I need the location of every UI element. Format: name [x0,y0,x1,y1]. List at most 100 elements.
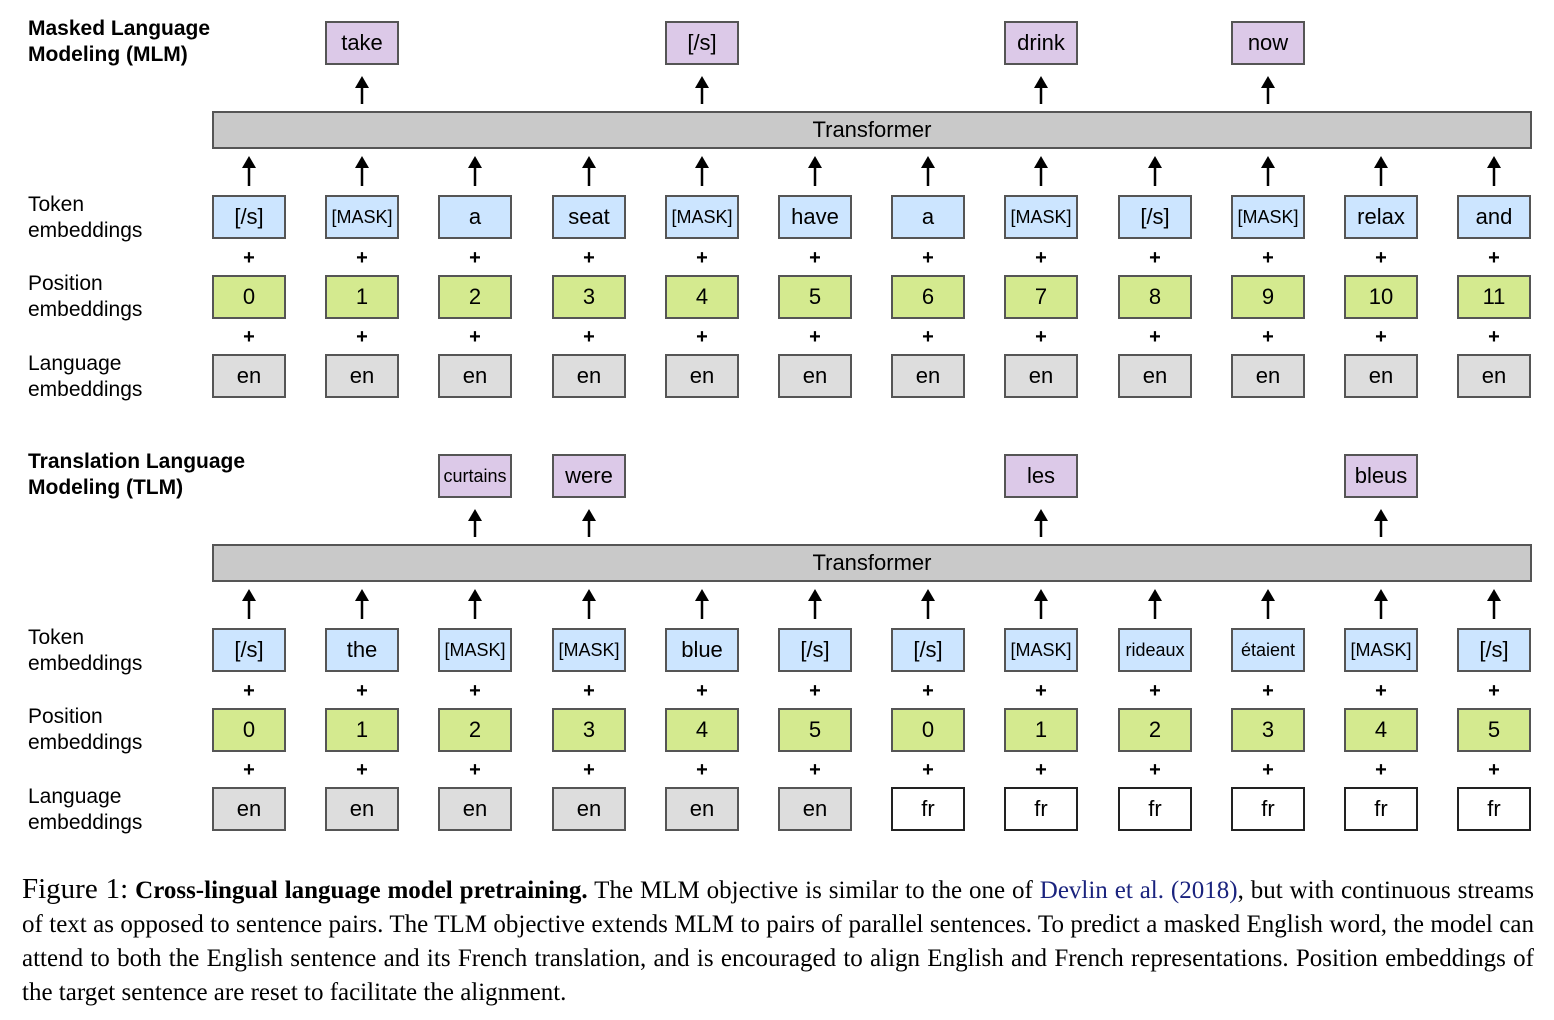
mlm-prediction-take: take [325,21,399,65]
tlm-position-box: 2 [1118,708,1192,752]
mlm-plus-sign: + [1488,326,1500,348]
mlm-language-label: Language embeddings [28,352,143,401]
tlm-plus-sign: + [696,759,708,781]
mlm-token-box: [MASK] [325,195,399,239]
mlm-plus-sign: + [809,247,821,269]
tlm-title: Translation Language Modeling (TLM) [28,450,246,499]
mlm-position-box: 2 [438,275,512,319]
mlm-transformer: Transformer [212,111,1532,149]
tlm-plus-sign: + [1149,680,1161,702]
tlm-plus-sign: + [469,680,481,702]
tlm-prediction-curtains: curtains [438,454,512,498]
mlm-language-box: en [552,354,626,398]
tlm-plus-sign: + [696,680,708,702]
mlm-plus-sign: + [1149,326,1161,348]
tlm-plus-sign: + [809,759,821,781]
mlm-plus-sign: + [1375,247,1387,269]
mlm-token-box: [MASK] [665,195,739,239]
caption-bold-title: Cross-lingual language model pretraining… [135,877,588,904]
mlm-plus-sign: + [922,326,934,348]
mlm-token-label: Token embeddings [28,193,143,242]
tlm-panel: Translation Language Modeling (TLM) Toke… [0,433,1554,853]
tlm-plus-sign: + [356,759,368,781]
mlm-position-box: 1 [325,275,399,319]
tlm-plus-sign: + [1488,759,1500,781]
mlm-language-box: en [1344,354,1418,398]
tlm-transformer: Transformer [212,544,1532,582]
figure-caption: Figure 1: Cross-lingual language model p… [22,872,1534,1010]
tlm-language-label: Language embeddings [28,785,143,834]
tlm-position-box: 2 [438,708,512,752]
mlm-plus-sign: + [696,247,708,269]
mlm-plus-sign: + [922,247,934,269]
mlm-language-box: en [1004,354,1078,398]
tlm-position-box: 5 [1457,708,1531,752]
mlm-token-box: [MASK] [1231,195,1305,239]
tlm-plus-sign: + [1375,680,1387,702]
tlm-prediction-bleus: bleus [1344,454,1418,498]
mlm-language-box: en [1118,354,1192,398]
tlm-token-box: [MASK] [438,628,512,672]
mlm-plus-sign: + [469,326,481,348]
tlm-plus-sign: + [1375,759,1387,781]
mlm-position-box: 11 [1457,275,1531,319]
mlm-token-box: [/s] [1118,195,1192,239]
tlm-token-box: rideaux [1118,628,1192,672]
caption-text-before-cite: The MLM objective is similar to the one … [594,877,1033,904]
mlm-plus-sign: + [1262,247,1274,269]
mlm-token-box: a [891,195,965,239]
mlm-plus-sign: + [1035,247,1047,269]
tlm-token-box: [MASK] [552,628,626,672]
tlm-language-box: fr [1344,787,1418,831]
tlm-plus-sign: + [243,759,255,781]
mlm-plus-sign: + [356,247,368,269]
mlm-plus-sign: + [1262,326,1274,348]
tlm-plus-sign: + [922,680,934,702]
tlm-language-box: fr [891,787,965,831]
tlm-position-label: Position embeddings [28,705,143,754]
tlm-token-box: [MASK] [1344,628,1418,672]
mlm-plus-sign: + [809,326,821,348]
tlm-plus-sign: + [583,680,595,702]
tlm-plus-sign: + [922,759,934,781]
caption-text-after-cite: , but with continuous streams of text as… [22,877,1535,1006]
mlm-position-box: 10 [1344,275,1418,319]
tlm-plus-sign: + [1262,680,1274,702]
mlm-prediction-s: [/s] [665,21,739,65]
tlm-token-box: [/s] [891,628,965,672]
mlm-plus-sign: + [1035,326,1047,348]
mlm-plus-sign: + [243,247,255,269]
mlm-language-box: en [325,354,399,398]
mlm-plus-sign: + [1149,247,1161,269]
mlm-position-box: 7 [1004,275,1078,319]
tlm-plus-sign: + [1262,759,1274,781]
mlm-prediction-drink: drink [1004,21,1078,65]
tlm-plus-sign: + [1488,680,1500,702]
mlm-token-box: [MASK] [1004,195,1078,239]
tlm-plus-sign: + [1035,680,1047,702]
mlm-token-box: seat [552,195,626,239]
mlm-position-label: Position embeddings [28,272,143,321]
tlm-plus-sign: + [243,680,255,702]
mlm-plus-sign: + [696,326,708,348]
tlm-position-box: 0 [891,708,965,752]
tlm-position-box: 3 [552,708,626,752]
mlm-prediction-now: now [1231,21,1305,65]
mlm-position-box: 0 [212,275,286,319]
tlm-plus-sign: + [1035,759,1047,781]
caption-citation-link[interactable]: Devlin et al. (2018) [1039,877,1238,904]
mlm-language-box: en [212,354,286,398]
tlm-token-box: [/s] [212,628,286,672]
tlm-plus-sign: + [469,759,481,781]
tlm-plus-sign: + [1149,759,1161,781]
tlm-language-box: fr [1004,787,1078,831]
mlm-panel: Masked Language Modeling (MLM) Token emb… [0,0,1554,420]
mlm-position-box: 9 [1231,275,1305,319]
mlm-language-box: en [1457,354,1531,398]
mlm-title: Masked Language Modeling (MLM) [28,17,211,66]
mlm-plus-sign: + [1488,247,1500,269]
tlm-position-box: 1 [1004,708,1078,752]
tlm-position-box: 4 [1344,708,1418,752]
tlm-token-box: [/s] [778,628,852,672]
tlm-prediction-were: were [552,454,626,498]
